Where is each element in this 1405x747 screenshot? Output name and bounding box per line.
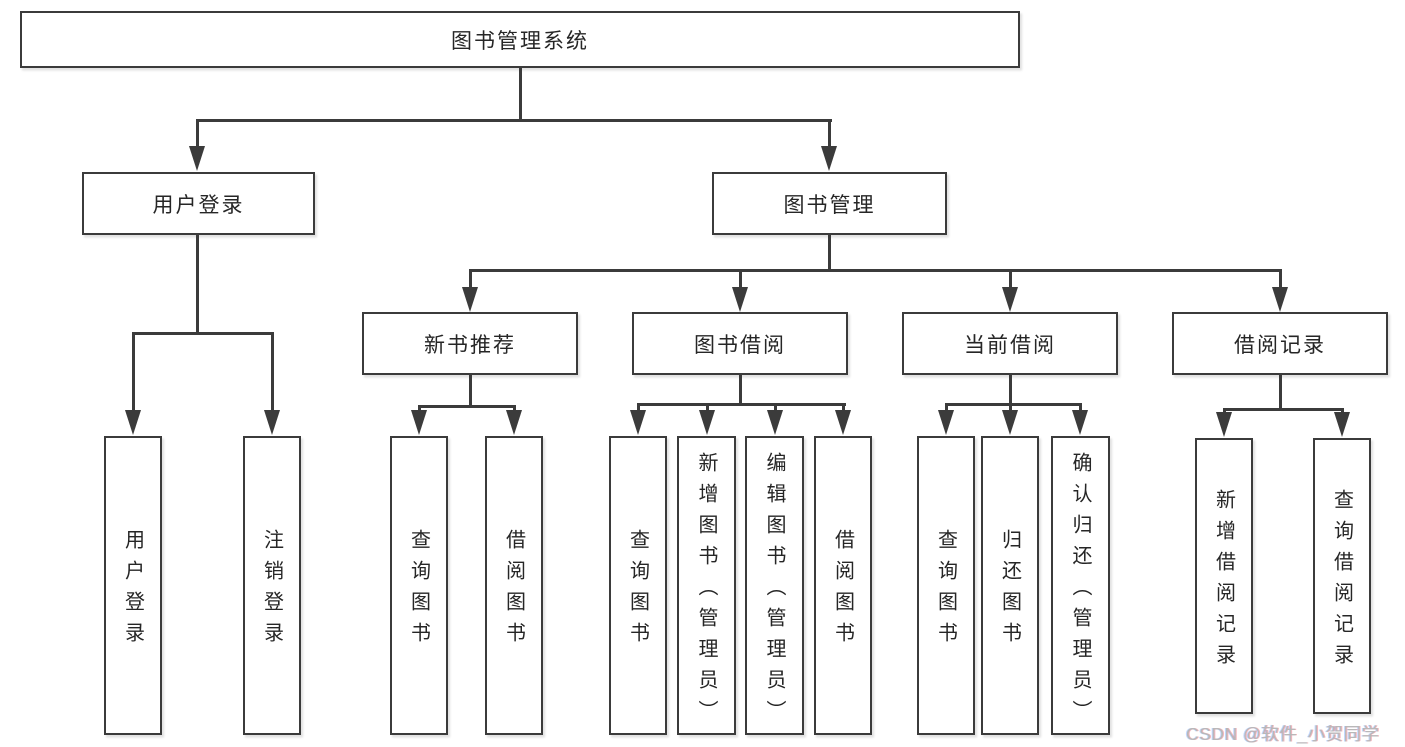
connector-stem-leaf-logout	[270, 332, 274, 412]
arrowhead-into-nbr-borrow	[505, 410, 522, 435]
node-label: 查询借阅记录	[1330, 488, 1353, 675]
arrowhead-into-leaf-logout	[263, 410, 280, 435]
arrowhead-into-book-mgmt	[821, 146, 837, 171]
arrowhead-into-br-add	[1215, 412, 1232, 437]
connector-stem-new-book-rec	[468, 269, 472, 291]
connector-book-borrow-branch-bar	[636, 403, 846, 406]
node-label: 归还图书	[998, 529, 1021, 653]
node-new-book-rec: 新书推荐	[362, 312, 578, 375]
connector-current-borrow-branch-bar	[944, 403, 1082, 406]
connector-stem-book-borrow	[739, 269, 742, 291]
arrowhead-into-user-login	[188, 146, 205, 171]
connector-borrow-records-branch-bar	[1222, 408, 1344, 411]
node-user-login: 用户登录	[82, 172, 315, 235]
arrowhead-into-borrow-records	[1272, 287, 1288, 312]
node-label: 编辑图书（管理员）	[763, 451, 785, 731]
arrowhead-into-current-borrow	[1002, 287, 1018, 312]
arrowhead-into-new-book-rec	[461, 287, 478, 312]
node-leaf-bb-add-books-admin: 新增图书（管理员）	[677, 436, 736, 735]
connector-user-login-branch-bar	[131, 332, 274, 335]
node-label: 图书借阅	[694, 333, 786, 357]
node-label: 借阅记录	[1234, 333, 1326, 357]
node-book-borrow: 图书借阅	[632, 312, 848, 375]
connector-stem-user-login	[195, 119, 199, 149]
node-label: 新增图书（管理员）	[695, 451, 717, 731]
connector-stem-bb-borrow	[841, 403, 845, 413]
node-leaf-nbr-borrow-books: 借阅图书	[485, 436, 543, 735]
node-label: 借阅图书	[831, 529, 854, 653]
node-borrow-records: 借阅记录	[1172, 312, 1388, 375]
node-leaf-user-login: 用户登录	[104, 436, 162, 735]
node-current-borrow: 当前借阅	[902, 312, 1118, 375]
connector-user-login-trunk	[196, 235, 199, 335]
connector-stem-br-add	[1222, 408, 1226, 415]
node-leaf-br-query-record: 查询借阅记录	[1313, 438, 1371, 714]
node-label: 图书管理系统	[451, 29, 589, 53]
arrowhead-into-cb-return	[1001, 410, 1018, 435]
arrowhead-into-nbr-query	[410, 410, 427, 435]
node-leaf-cb-return-books: 归还图书	[981, 436, 1039, 735]
node-leaf-nbr-query-books: 查询图书	[390, 436, 448, 735]
node-leaf-cb-query-books: 查询图书	[917, 436, 975, 735]
node-label: 新增借阅记录	[1212, 488, 1235, 675]
node-leaf-bb-query-books: 查询图书	[609, 436, 667, 735]
connector-current-borrow-trunk	[1008, 375, 1012, 406]
connector-stem-cb-confirm	[1078, 403, 1082, 413]
connector-stem-cb-return	[1008, 403, 1012, 413]
arrowhead-into-bb-edit	[766, 410, 783, 435]
arrowhead-into-leaf-login	[124, 410, 141, 435]
node-label: 用户登录	[152, 193, 245, 217]
connector-book-mgmt-branch-bar	[468, 269, 1282, 272]
connector-stem-book-mgmt	[828, 119, 831, 149]
connector-stem-bb-add	[705, 403, 709, 413]
arrowhead-into-bb-borrow	[834, 410, 851, 435]
connector-book-borrow-trunk	[738, 375, 742, 406]
connector-stem-cb-query	[944, 403, 948, 413]
arrowhead-into-bb-add	[698, 410, 715, 435]
connector-borrow-records-trunk	[1278, 375, 1282, 411]
connector-root-trunk	[518, 68, 522, 120]
node-leaf-bb-edit-books-admin: 编辑图书（管理员）	[745, 436, 804, 735]
arrowhead-into-cb-query	[937, 410, 954, 435]
node-label: 用户登录	[121, 529, 144, 653]
node-label: 借阅图书	[502, 529, 525, 653]
node-book-mgmt: 图书管理	[712, 172, 947, 235]
node-leaf-cb-confirm-return-admin: 确认归还（管理员）	[1051, 436, 1110, 735]
connector-stem-borrow-records	[1279, 269, 1282, 291]
arrowhead-into-cb-confirm	[1071, 410, 1088, 435]
node-label: 确认归还（管理员）	[1069, 451, 1091, 731]
connector-stem-nbr-borrow	[512, 405, 516, 413]
node-leaf-logout: 注销登录	[243, 436, 301, 735]
connector-new-book-rec-branch-bar	[417, 405, 516, 408]
node-label: 新书推荐	[424, 333, 516, 357]
node-label: 当前借阅	[964, 333, 1056, 357]
connector-stem-bb-edit	[773, 403, 777, 413]
connector-stem-br-query	[1340, 408, 1344, 415]
connector-stem-bb-query	[636, 403, 640, 413]
node-leaf-bb-borrow-books: 借阅图书	[814, 436, 872, 735]
node-label: 图书管理	[783, 193, 876, 217]
csdn-watermark: CSDN @软件_小贺同学	[1186, 724, 1380, 744]
node-root-library-system: 图书管理系统	[20, 11, 1020, 68]
arrowhead-into-book-borrow	[732, 287, 748, 312]
node-label: 注销登录	[260, 529, 283, 653]
arrowhead-into-bb-query	[629, 410, 646, 435]
connector-new-book-rec-trunk	[468, 375, 472, 408]
node-label: 查询图书	[934, 529, 957, 653]
node-leaf-br-add-record: 新增借阅记录	[1195, 438, 1253, 714]
connector-book-mgmt-trunk	[828, 235, 831, 272]
node-label: 查询图书	[407, 529, 430, 653]
node-label: 查询图书	[626, 529, 649, 653]
connector-root-branch-bar	[195, 119, 832, 122]
connector-stem-leaf-login	[131, 332, 135, 412]
connector-stem-current-borrow	[1009, 269, 1012, 291]
arrowhead-into-br-query	[1333, 412, 1350, 437]
connector-stem-nbr-query	[417, 405, 421, 413]
